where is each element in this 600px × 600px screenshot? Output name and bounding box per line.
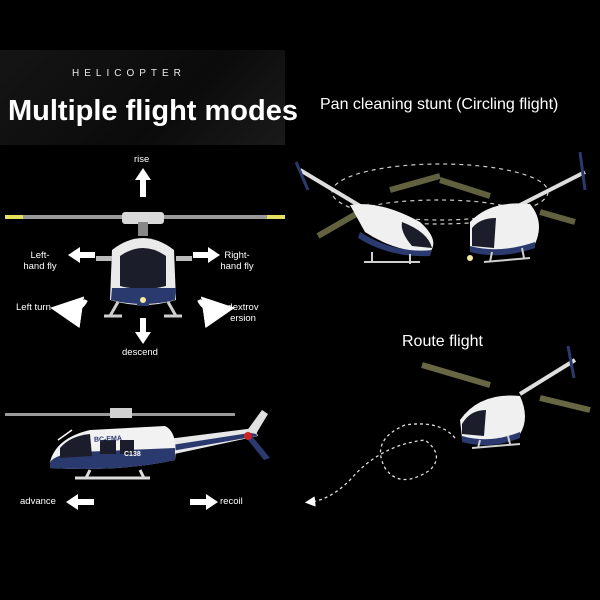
front-view-helicopter bbox=[5, 212, 285, 318]
route-flight-title: Route flight bbox=[402, 333, 483, 350]
advance-arrow-icon bbox=[66, 494, 94, 510]
right-hand-fly-label-line1: Right- bbox=[224, 250, 250, 261]
circling-helicopter-right bbox=[439, 151, 587, 263]
recoil-label: recoil bbox=[220, 496, 243, 507]
left-turn-arrow-icon bbox=[50, 296, 88, 329]
route-path bbox=[304, 423, 456, 507]
advance-label: advance bbox=[20, 496, 56, 507]
brand-text: HELICOPTER bbox=[72, 68, 186, 79]
left-hand-fly-label-line2: hand fly bbox=[23, 261, 57, 272]
left-hand-fly-label: Left- hand fly bbox=[18, 250, 62, 272]
rise-arrow-icon bbox=[135, 168, 151, 197]
pan-cleaning-title: Pan cleaning stunt (Circling flight) bbox=[320, 96, 559, 113]
livery-name: BC-EMA bbox=[93, 435, 123, 444]
route-flight-illustration bbox=[304, 345, 591, 507]
left-hand-fly-arrow-icon bbox=[68, 247, 95, 263]
circling-flight-illustration bbox=[294, 151, 587, 264]
circling-helicopter-left bbox=[294, 161, 441, 264]
dextroversion-label: dextrov ersion bbox=[220, 302, 266, 324]
right-hand-fly-label-line2: hand fly bbox=[220, 261, 254, 272]
left-hand-fly-label-line1: Left- bbox=[30, 250, 50, 261]
descend-arrow-icon bbox=[135, 318, 151, 344]
dextroversion-arrow-icon bbox=[197, 296, 235, 329]
descend-label: descend bbox=[122, 347, 158, 358]
dextroversion-label-line2: ersion bbox=[230, 313, 256, 324]
dextroversion-label-line1: dextrov bbox=[227, 302, 259, 313]
right-hand-fly-label: Right- hand fly bbox=[214, 250, 260, 272]
left-turn-label: Left turn bbox=[16, 302, 51, 313]
recoil-arrow-icon bbox=[190, 494, 218, 510]
livery-number: C138 bbox=[124, 451, 141, 458]
control-arrows bbox=[68, 168, 220, 344]
page-title: Multiple flight modes bbox=[8, 95, 298, 127]
rise-label: rise bbox=[134, 154, 150, 165]
side-view-helicopter bbox=[5, 408, 270, 480]
right-hand-fly-arrow-icon bbox=[193, 247, 220, 263]
header-banner bbox=[0, 50, 285, 145]
